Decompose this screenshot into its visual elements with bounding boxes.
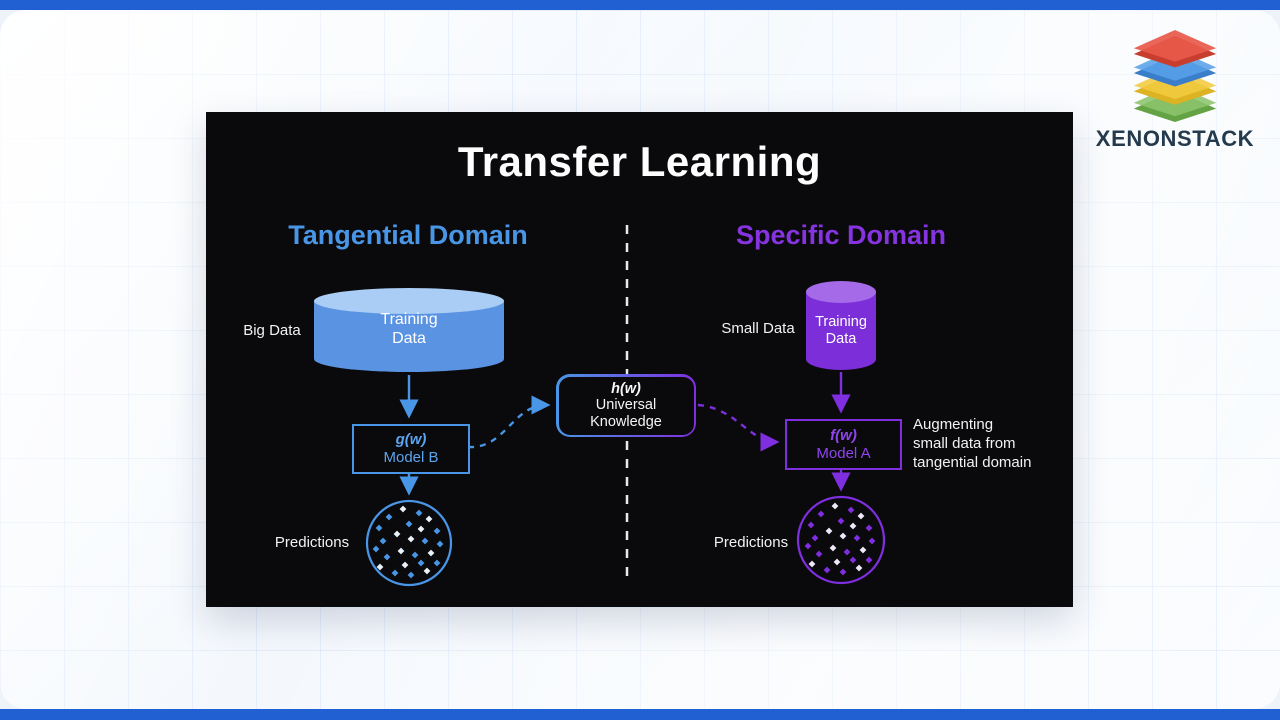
predictions-circle-left — [365, 499, 453, 587]
scatter-dot — [379, 537, 387, 545]
scatter-dot — [423, 567, 431, 575]
universal-knowledge-box: h(w) Universal Knowledge — [556, 374, 696, 437]
scatter-dot — [405, 520, 413, 528]
small-data-label: Small Data — [721, 320, 795, 337]
predictions-label-left: Predictions — [274, 534, 350, 551]
scatter-dot — [417, 525, 425, 533]
scatter-dot — [843, 548, 851, 556]
scatter-dot — [868, 537, 876, 545]
scatter-dot — [847, 506, 855, 514]
knowledge-label-line1: Universal — [595, 397, 657, 414]
xenonstack-logo-icon — [1133, 30, 1217, 122]
scatter-dot — [375, 524, 383, 532]
scatter-dot — [433, 559, 441, 567]
scatter-dot — [825, 527, 833, 535]
small-data-cylinder-label: Training Data — [815, 314, 867, 347]
scatter-dot — [831, 502, 839, 510]
model-b-formula: g(w) — [395, 431, 427, 448]
scatter-dot — [397, 547, 405, 555]
scatter-dot — [849, 556, 857, 564]
scatter-dot — [807, 521, 815, 529]
scatter-dot — [839, 568, 847, 576]
scatter-dot — [857, 512, 865, 520]
scatter-dot — [859, 546, 867, 554]
model-a-name: Model A — [816, 444, 871, 462]
scatter-dot — [839, 532, 847, 540]
scatter-dot — [407, 571, 415, 579]
scatter-dot — [865, 524, 873, 532]
scatter-dot — [815, 550, 823, 558]
scatter-dot — [393, 530, 401, 538]
scatter-dot — [833, 558, 841, 566]
red-layer-icon — [1133, 30, 1217, 62]
dashed-curve-knowledge-to-modela — [697, 403, 780, 452]
scatter-dot — [411, 551, 419, 559]
predictions-circle-right — [796, 495, 886, 585]
bottom-accent-bar — [0, 709, 1280, 720]
scatter-dot — [385, 513, 393, 521]
brand-wordmark: XENONSTACK — [1095, 126, 1255, 151]
augmenting-annotation: Augmenting small data from tangential do… — [913, 416, 1032, 471]
scatter-dot — [853, 534, 861, 542]
diagram-title: Transfer Learning — [457, 138, 822, 185]
diagram-panel: Transfer Learning Tangential Domain Spec… — [206, 112, 1073, 607]
scatter-dot — [421, 537, 429, 545]
predictions-label-right: Predictions — [713, 534, 789, 551]
knowledge-label-line2: Knowledge — [590, 413, 662, 430]
scatter-dot — [427, 549, 435, 557]
scatter-dot — [415, 509, 423, 517]
scatter-dot — [417, 559, 425, 567]
scatter-dot — [372, 545, 380, 553]
heading-tangential-domain: Tangential Domain — [288, 220, 528, 250]
scatter-dot — [855, 564, 863, 572]
scatter-dot — [823, 566, 831, 574]
scatter-dot — [808, 560, 816, 568]
scatter-dot — [865, 556, 873, 564]
scatter-dot — [817, 510, 825, 518]
predictions-scatter-right — [804, 502, 876, 576]
scatter-dot — [425, 515, 433, 523]
scatter-dot — [849, 522, 857, 530]
model-a-formula: f(w) — [830, 426, 857, 444]
model-b-box: g(w) Model B — [352, 424, 470, 474]
scatter-dot — [837, 517, 845, 525]
scatter-dot — [407, 535, 415, 543]
model-b-name: Model B — [383, 449, 439, 466]
scatter-dot — [391, 569, 399, 577]
top-accent-bar — [0, 0, 1280, 10]
model-a-box: f(w) Model A — [785, 419, 902, 470]
big-data-cylinder-label: Training Data — [380, 311, 438, 347]
brand-block: XENONSTACK — [1090, 30, 1260, 152]
scatter-dot — [433, 527, 441, 535]
small-data-cylinder-icon — [806, 281, 876, 370]
scatter-dot — [811, 534, 819, 542]
heading-specific-domain: Specific Domain — [735, 220, 947, 250]
scatter-dot — [829, 544, 837, 552]
knowledge-formula: h(w) — [611, 380, 641, 397]
dashed-curve-modelb-to-knowledge — [467, 395, 551, 449]
scatter-dot — [383, 553, 391, 561]
big-data-label: Big Data — [243, 322, 301, 339]
predictions-scatter-left — [372, 505, 444, 579]
big-data-cylinder-icon — [314, 288, 504, 372]
scatter-dot — [401, 561, 409, 569]
scatter-dot — [436, 540, 444, 548]
scatter-dot — [804, 542, 812, 550]
diagram-graphics — [314, 225, 886, 587]
scatter-dot — [399, 505, 407, 513]
